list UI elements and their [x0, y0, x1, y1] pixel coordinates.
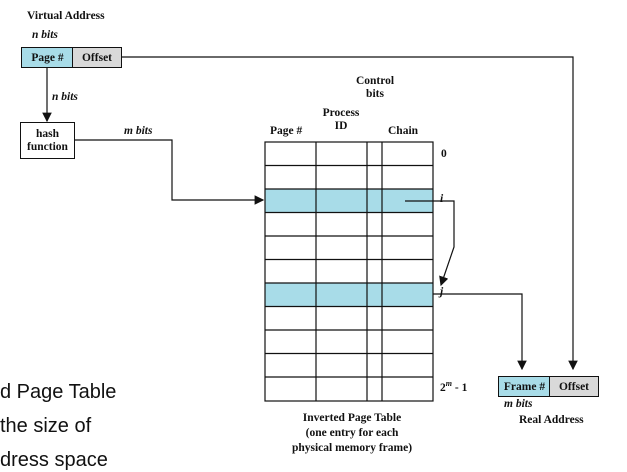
page-number-header: Page #	[270, 125, 303, 137]
arrow-chain-i-to-j	[405, 200, 455, 287]
hash-input-bits: n bits	[52, 91, 78, 103]
slide-text-line-1: d Page Table	[0, 381, 117, 403]
inverted-page-table-grid	[264, 141, 434, 402]
caption-line-2: (one entry for each	[305, 427, 399, 439]
row-last-suffix: - 1	[451, 381, 468, 394]
row-last-exp: m	[445, 379, 452, 388]
control-bits-header: Control bits	[344, 75, 406, 101]
hash-function-box: hash function	[20, 122, 75, 159]
real-offset-field: Offset	[549, 376, 599, 397]
real-address-title: Real Address	[519, 414, 584, 426]
slide-text-line-2: the size of	[0, 415, 92, 437]
control-bits-label: Control bits	[355, 75, 395, 100]
process-id-header: Process ID	[313, 107, 369, 133]
caption-line-1: Inverted Page Table	[302, 412, 402, 424]
arrow-offset-to-real	[122, 56, 578, 371]
hash-output-bits: m bits	[124, 125, 153, 137]
arrow-hash-to-row-i	[75, 139, 265, 205]
table-row-i	[265, 189, 433, 212]
chain-header: Chain	[388, 125, 419, 137]
real-address-bits: m bits	[504, 398, 533, 410]
slide-text-line-3: dress space	[0, 449, 108, 471]
row-label-i: i	[440, 193, 444, 205]
caption-line-3: physical memory frame)	[291, 442, 413, 454]
row-label-j: j	[440, 286, 444, 298]
virtual-address-bits: n bits	[32, 29, 58, 41]
virtual-address-title: Virtual Address	[27, 10, 105, 22]
process-id-label: Process ID	[322, 107, 360, 132]
hash-function-label: hash function	[27, 127, 68, 153]
row-label-last: 2m - 1	[440, 377, 467, 395]
arrow-row-j-to-frame	[433, 293, 527, 371]
row-last-base: 2	[440, 381, 446, 394]
table-caption: Inverted Page Table (one entry for each …	[272, 411, 432, 456]
row-label-0: 0	[441, 148, 447, 160]
table-row-j	[265, 283, 433, 306]
virtual-offset-field: Offset	[72, 47, 122, 68]
real-frame-field: Frame #	[498, 376, 551, 397]
